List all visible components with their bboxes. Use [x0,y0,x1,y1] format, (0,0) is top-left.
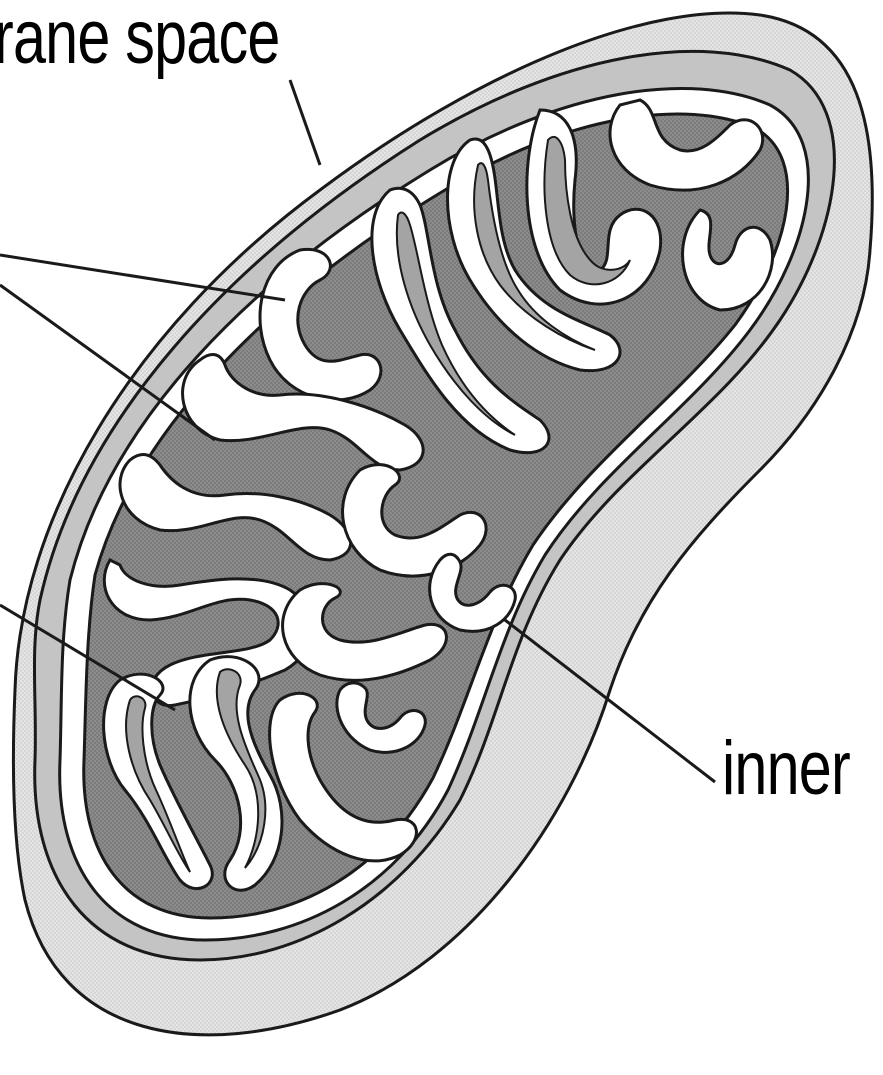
label-inner: inner [722,731,850,807]
leader-line-intermembrane [290,80,320,165]
label-intermembrane-space: rane space [0,0,280,76]
